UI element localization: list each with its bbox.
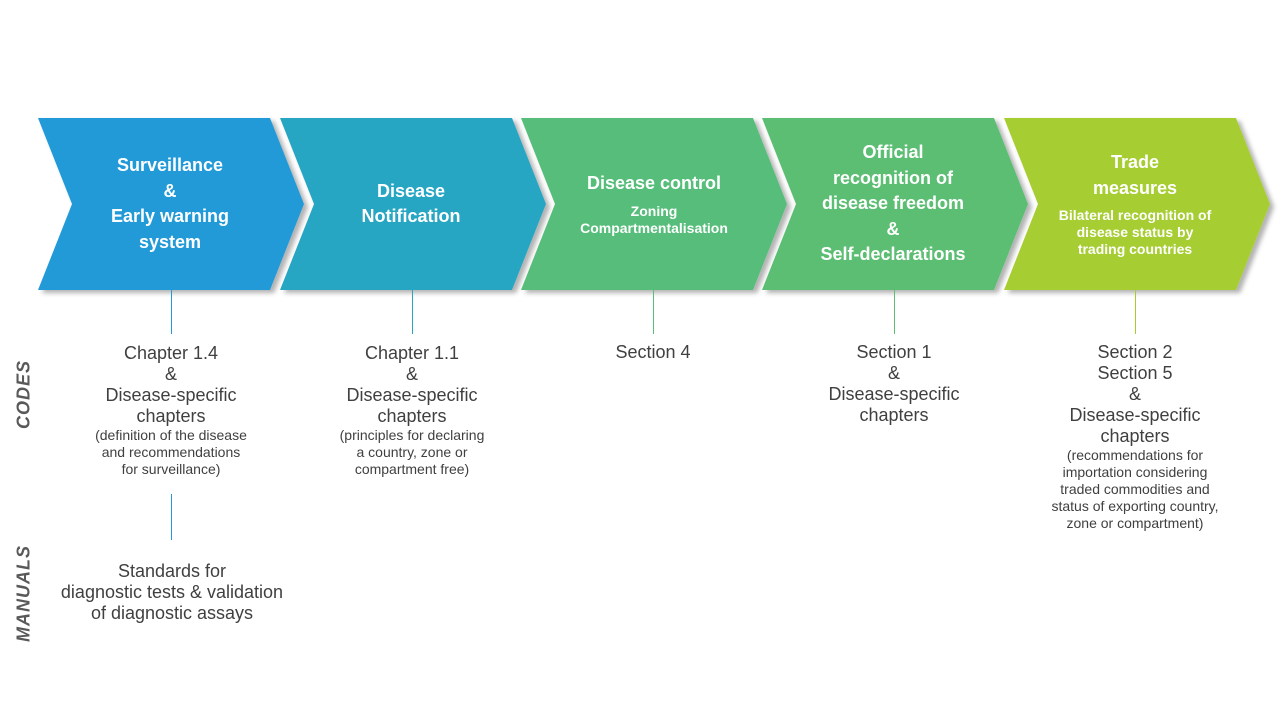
control-chevron xyxy=(521,118,787,290)
notification-chevron xyxy=(280,118,546,290)
connector-line xyxy=(653,290,654,334)
row-label-manuals: MANUALS xyxy=(13,545,34,642)
row-label-codes: CODES xyxy=(13,360,34,430)
connector-line xyxy=(1135,290,1136,334)
connector-line xyxy=(171,494,172,540)
trade-chevron xyxy=(1004,118,1270,290)
connector-line xyxy=(412,290,413,334)
connector-line xyxy=(171,290,172,334)
codes-control: Section 4 xyxy=(615,342,691,362)
step-title: Disease control xyxy=(586,173,722,194)
official-chevron xyxy=(762,118,1028,290)
surveillance-chevron xyxy=(38,118,304,290)
connector-line xyxy=(894,290,895,334)
